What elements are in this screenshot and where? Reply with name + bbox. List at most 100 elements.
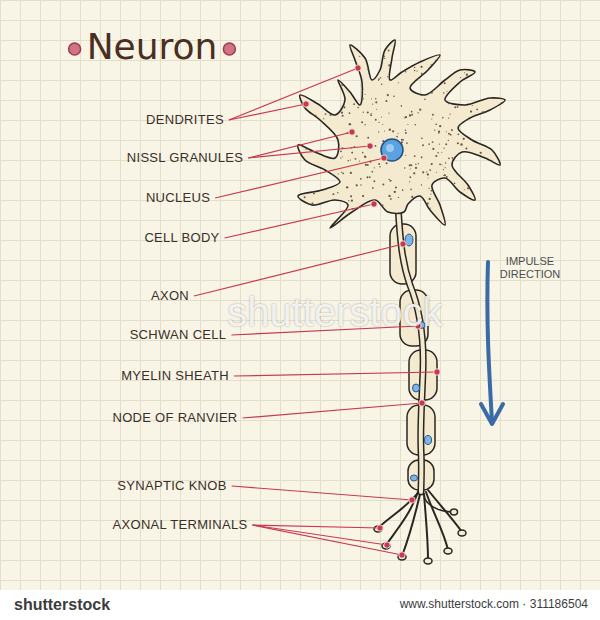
granule-dot <box>299 207 300 208</box>
granule-dot <box>464 189 465 190</box>
granule-dot <box>422 144 424 146</box>
granule-dot <box>473 48 475 50</box>
granule-dot <box>483 75 485 77</box>
granule-dot <box>342 115 344 117</box>
leader-dot <box>399 552 405 558</box>
granule-dot <box>432 114 434 116</box>
granule-dot <box>317 60 319 62</box>
granule-dot <box>480 152 482 154</box>
granule-dot <box>349 123 351 125</box>
granule-dot <box>466 125 468 127</box>
granule-dot <box>445 99 447 101</box>
granule-dot <box>340 90 342 92</box>
granule-dot <box>349 112 351 114</box>
granule-dot <box>501 102 502 103</box>
granule-dot <box>334 177 336 179</box>
granule-dot <box>443 148 444 149</box>
granule-dot <box>395 186 397 188</box>
granule-dot <box>496 79 498 81</box>
granule-dot <box>487 162 489 164</box>
granule-dot <box>379 166 380 167</box>
leader-dot <box>371 201 377 207</box>
axon <box>398 205 423 492</box>
leader-dot <box>303 101 309 107</box>
granule-dot <box>356 184 358 186</box>
granule-dot <box>356 135 358 137</box>
granule-dot <box>497 200 499 202</box>
granule-dot <box>390 198 392 200</box>
granule-dot <box>450 114 451 115</box>
granule-dot <box>375 98 377 100</box>
granule-dot <box>355 158 357 160</box>
granule-dot <box>317 93 319 95</box>
granule-dot <box>322 74 323 75</box>
granule-dot <box>303 82 305 84</box>
granule-dot <box>467 187 469 189</box>
granule-dot <box>429 198 431 200</box>
granule-dot <box>317 52 319 54</box>
granule-dot <box>499 96 501 98</box>
granule-dot <box>323 101 325 103</box>
granule-dot <box>451 129 453 131</box>
granule-dot <box>388 64 390 66</box>
granule-dot <box>482 100 484 102</box>
granule-dot <box>414 70 416 72</box>
granule-dot <box>478 213 479 214</box>
granule-dot <box>378 131 379 132</box>
granule-dot <box>375 145 377 147</box>
granule-dot <box>329 205 331 207</box>
granule-dot <box>421 73 423 75</box>
granule-dot <box>426 171 427 172</box>
granule-dot <box>337 192 338 193</box>
granule-dot <box>390 216 392 218</box>
granule-dot <box>474 68 476 70</box>
granule-dot <box>500 61 502 63</box>
granule-dot <box>422 171 424 173</box>
granule-dot <box>440 202 441 203</box>
granule-dot <box>350 172 352 174</box>
granule-dot <box>398 82 399 83</box>
granule-dot <box>335 84 336 85</box>
nucleus <box>381 139 403 161</box>
leader-dot <box>367 143 373 149</box>
granule-dot <box>443 169 444 170</box>
leader-dot <box>434 369 440 375</box>
granule-dot <box>404 220 405 221</box>
granule-dot <box>494 167 495 168</box>
granule-dot <box>465 147 467 149</box>
axon-terminals <box>378 490 462 560</box>
granule-dot <box>381 116 382 117</box>
leader-line <box>252 525 387 545</box>
granule-dot <box>351 81 353 83</box>
granule-dot <box>372 187 374 189</box>
granule-dot <box>301 81 303 83</box>
granule-dot <box>420 66 422 68</box>
granule-dot <box>422 60 423 61</box>
part-label: NUCLEUS <box>146 191 210 206</box>
granule-dot <box>425 82 427 84</box>
granule-dot <box>485 178 486 179</box>
granule-dot <box>348 214 350 216</box>
granule-dot <box>462 168 464 170</box>
granule-dot <box>320 49 321 50</box>
granule-dot <box>299 191 301 193</box>
granule-dot <box>384 131 385 132</box>
granule-dot <box>475 161 477 163</box>
granule-dot <box>479 61 481 63</box>
granule-dot <box>454 182 456 184</box>
granule-dot <box>498 166 499 167</box>
granule-dot <box>411 111 413 113</box>
granule-dot <box>483 74 485 76</box>
granule-dot <box>404 117 405 118</box>
granule-dot <box>470 200 472 202</box>
granule-dot <box>476 131 477 132</box>
footer-logo: shutterstock <box>14 596 110 614</box>
granule-dot <box>441 152 442 153</box>
granule-dot <box>469 154 470 155</box>
granule-dot <box>414 155 416 157</box>
leader-line <box>243 403 422 418</box>
watermark: shutterstock <box>227 289 443 335</box>
granule-dot <box>491 160 493 162</box>
granule-dot <box>307 117 308 118</box>
granule-dot <box>413 172 415 174</box>
